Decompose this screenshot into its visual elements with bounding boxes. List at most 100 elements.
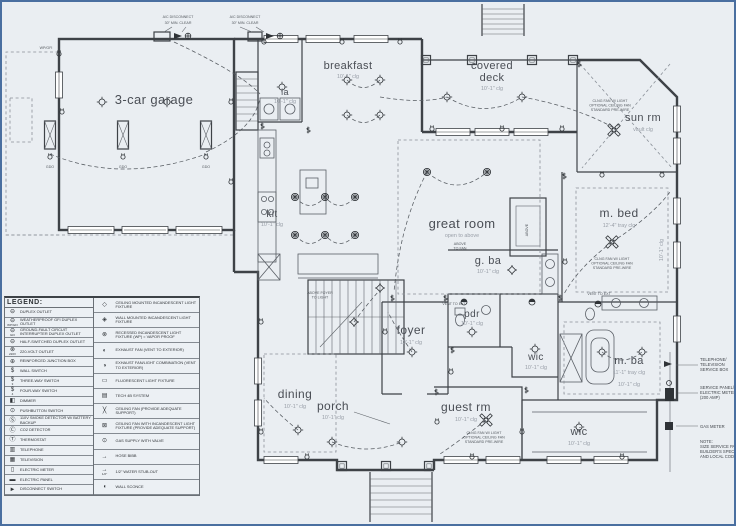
guest-fan-note-1: CLNG FAN W/ LIGHT: [467, 431, 503, 435]
wp-gfi-tag: WP/GFI: [40, 46, 53, 50]
service-equipment: [664, 352, 698, 472]
legend-row: →HOSE BIBB: [93, 450, 199, 465]
great-above-1: ABOVE: [454, 242, 467, 246]
porch-label: porch: [317, 399, 349, 413]
fireplace-above-note: ABOVE: [525, 223, 529, 236]
thermostat-icon: Ⓣ: [9, 437, 16, 444]
weatherproof-gfi-outlet-icon: ⊖WP/GFI: [7, 317, 18, 327]
room-labels: 3-car garage la 10'-1" clg breakfast 10'…: [115, 60, 665, 447]
master-bed-clg-2: 10'-1" clg: [659, 239, 665, 261]
powder-clg: 10'-1" clg: [461, 321, 483, 327]
wall-light-icon: ◈: [102, 317, 107, 324]
legend-row: ▤TECH 4B SYSTEM: [93, 389, 199, 405]
television-icon: ▦: [9, 457, 16, 464]
ceiling-fan-light-icon: ⊠: [102, 423, 108, 430]
junction-box-icon: ⊕: [9, 358, 16, 365]
legend-row: ◈WALL MOUNTED INCANDESCENT LIGHT FIXTURE: [93, 313, 199, 329]
panel-service-line1: SERVICE PANEL/: [700, 385, 735, 390]
duplex-outlet-icon: ⊖: [9, 309, 16, 316]
guest-bath-clg: 10'-1" clg: [477, 269, 499, 275]
guest-fan-note-3: STANDARD PRE-WIRE: [465, 440, 504, 444]
porch-posts: [336, 460, 435, 472]
panel-service-line3: (200 AMP): [700, 395, 720, 400]
disconnect-switch-icon: ►: [9, 486, 16, 493]
service-note-line4: AND LOCAL CODES: [700, 454, 736, 459]
water-stub-icon: →1/2": [101, 467, 108, 477]
vent-note-1: VENT TO EXT: [442, 302, 466, 306]
guest-room-clg: 10'-1" clg: [455, 417, 477, 423]
legend-row: ╳CEILING FAN (PROVIDE ADEQUATE SUPPORT): [93, 404, 199, 420]
main-stairs: [307, 279, 405, 355]
legend-row: ►DISCONNECT SWITCH: [5, 485, 93, 496]
master-bath-label: m. ba: [614, 355, 644, 367]
above-foyer-note-1: ABOVE FOYER: [307, 291, 333, 295]
deck-label-1: covered: [471, 60, 513, 72]
above-foyer-note-2: TO LIGHT: [312, 296, 329, 300]
legend-row: ▥TELEPHONE: [5, 446, 93, 456]
ac-disconnect-2-line1: A/C DISCONNECT: [230, 15, 262, 19]
ac-disconnect-1-line2: 30" MIN. CLEAR: [165, 21, 192, 25]
tray-ceilings: [263, 63, 673, 453]
vent-note-2: VENT TO EXT: [587, 292, 611, 296]
wall-switch-icon: $: [10, 368, 15, 375]
breakfast-label: breakfast: [324, 60, 373, 72]
guest-bath-label: g. ba: [475, 255, 502, 267]
service-labels: TELEPHONE/ TELEVISION SERVICE BOX SERVIC…: [700, 357, 736, 459]
master-bath-clg-2: 10'-1" clg: [618, 382, 640, 388]
electric-panel-icon: ▬: [9, 476, 16, 483]
deck-stairs: [481, 4, 525, 36]
switch-wiring: [49, 41, 671, 455]
outlet-220v-icon: ⊗220V: [8, 347, 16, 357]
legend-row: ⊗RECESSED INCANDESCENT LIGHT FIXTURE (WP…: [93, 328, 199, 344]
guest-room-label: guest rm: [441, 400, 491, 414]
gdo-tag-1: GDO: [46, 165, 54, 169]
deck-clg: 10'-1" clg: [481, 86, 503, 92]
exhaust-fan-light-icon: ◑: [102, 362, 107, 369]
gdo-tag-3: GDO: [202, 165, 210, 169]
legend-row: ◧DIMMER: [5, 397, 93, 407]
legend-row: ⊖HALF-SWITCHED DUPLEX OUTLET: [5, 338, 93, 348]
dining-clg: 10'-1" clg: [284, 404, 306, 410]
fireplace: [509, 197, 547, 257]
laundry-appliances: [259, 97, 301, 121]
legend-row: ◖WALL SCONCE: [93, 480, 199, 496]
master-bath-clg: 11'-1" tray clg: [613, 370, 645, 376]
panel-service-line2: ELECTRIC METER: [700, 390, 736, 395]
wall-sconce-icon: ◖: [102, 483, 107, 490]
dining-label: dining: [278, 387, 312, 401]
ceiling-light-icon: ◇: [102, 302, 107, 309]
wic1-clg: 10'-1" clg: [525, 365, 547, 371]
recessed-light-icon: ⊗: [102, 332, 108, 339]
exhaust-fans: [460, 298, 602, 308]
ac-disconnect-1-line1: A/C DISCONNECT: [163, 15, 195, 19]
foyer-label: foyer: [397, 323, 426, 337]
wic1-label: wic: [527, 352, 544, 363]
legend-row: $WALL SWITCH: [5, 367, 93, 377]
great-room-open: open to above: [445, 233, 479, 239]
ceiling-fan-icon: ╳: [102, 408, 107, 415]
service-note-line3: BUILDER'S SPECIFICATIONS: [700, 449, 736, 454]
legend-row: ⊕REINFORCED JUNCTION BOX: [5, 357, 93, 368]
exhaust-fan-icon: ◐: [102, 347, 107, 354]
mbed-fan-note-3: STANDARD PRE-WIRE: [593, 266, 632, 270]
garage-columns: [43, 120, 213, 160]
kitchen-label: kit: [266, 209, 277, 220]
legend-row: ⊠CEILING FAN WITH INCANDESCENT LIGHT FIX…: [93, 419, 199, 435]
dimmer-icon: ◧: [9, 398, 16, 405]
legend-row: ▬ELECTRIC PANEL: [5, 475, 93, 486]
gfi-outlet-icon: ⊖GFI: [9, 327, 16, 337]
foyer-clg: 10'-1" clg: [400, 340, 422, 346]
sunroom-fan-note-1: CLNG FAN W/ LIGHT: [593, 99, 629, 103]
mbed-fan-note-2: OPTIONAL CEILING FAN: [591, 262, 633, 266]
smoke-detector-icon: Ⓢ: [9, 417, 16, 424]
driveway-dashed-outline: [5, 51, 234, 236]
sunroom-fan-note-2: OPTIONAL CEILING FAN: [589, 104, 631, 108]
tech-system-icon: ▤: [101, 393, 108, 400]
sunroom-clg: vault clg: [633, 127, 653, 133]
porch-clg: 10'-1" clg: [322, 415, 344, 421]
plan-annotations: A/C DISCONNECT 30" MIN. CLEAR A/C DISCON…: [40, 15, 633, 444]
